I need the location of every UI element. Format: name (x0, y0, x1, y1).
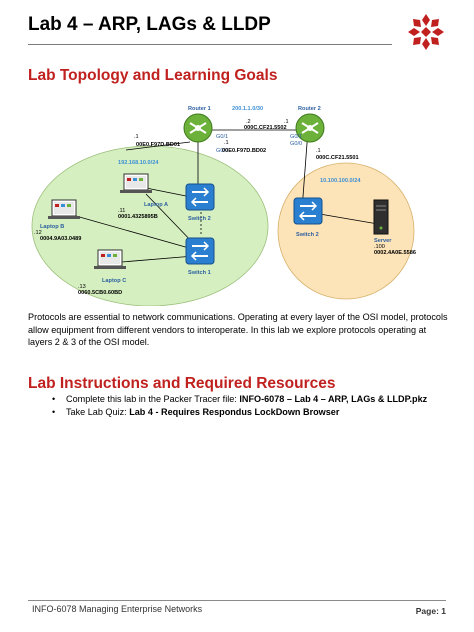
page-title: Lab 4 – ARP, LAGs & LLDP (28, 14, 271, 35)
bullet1-text: Complete this lab in the Packer Tracer f… (66, 394, 240, 404)
server-label: Server (374, 238, 392, 244)
r2-lan-mac: 000C.CF21.5501 (316, 155, 359, 161)
instructions-list: Complete this lab in the Packer Tracer f… (52, 393, 452, 419)
r2-g01-label: G0/1 (290, 134, 302, 140)
laptop-c-icon (94, 249, 126, 269)
laptop-b-label: Laptop B (40, 224, 64, 230)
switch1-label: Switch 1 (188, 270, 211, 276)
router2-label: Router 2 (298, 106, 321, 112)
r1-lan-mac2: 00E0.F97D.BD02 (222, 148, 266, 154)
switch1-icon (185, 237, 215, 265)
r1-lan-mac1: 00E0.F97D.BD01 (136, 142, 180, 148)
laptop-a-ip: .11 (118, 208, 125, 214)
footer-page-number: Page: 1 (415, 606, 446, 616)
router1-label: Router 1 (188, 106, 211, 112)
section-heading-topology: Lab Topology and Learning Goals (28, 67, 278, 84)
packet-tracer-filename: INFO-6078 – Lab 4 – ARP, LAGs & LLDP.pkz (239, 394, 428, 404)
intro-paragraph: Protocols are essential to network commu… (28, 312, 448, 348)
title-divider (28, 44, 392, 45)
lan1-area (31, 145, 269, 306)
wan-r2-ip: .1 (284, 119, 289, 125)
server-ip: .100 (374, 244, 385, 250)
switch2-right-label: Switch 2 (296, 232, 319, 238)
wan-r1-ip: .2 (246, 119, 251, 125)
router1-icon (183, 113, 213, 143)
laptop-c-label: Laptop C (102, 278, 126, 284)
section-heading-instructions: Lab Instructions and Required Resources (28, 375, 336, 392)
r1-lan-ip: .1 (134, 134, 139, 140)
server-mac: 0002.4A0E.5586 (374, 250, 416, 256)
r1-g01-label: G0/1 (216, 134, 228, 140)
switch2-label: Switch 2 (188, 216, 211, 222)
college-logo-icon (408, 14, 444, 50)
laptop-a-icon (120, 173, 152, 193)
r1-wan-mac-label: 000C.CF21.5502 (244, 125, 287, 131)
bullet2-text: Take Lab Quiz: (66, 407, 130, 417)
network-topology-diagram: Router 1 Router 2 200.1.1.0/30 .2 .2 000… (31, 106, 416, 306)
laptop-a-label: Laptop A (144, 202, 168, 208)
router2-icon (295, 113, 325, 143)
list-item: Take Lab Quiz: Lab 4 - Requires Respondu… (52, 406, 452, 419)
laptop-a-mac: 0001.4325895B (118, 214, 158, 220)
r2-g00-label: G0/0 (290, 141, 302, 147)
lan2-network-label: 10.100.100.0/24 (320, 178, 361, 184)
list-item: Complete this lab in the Packer Tracer f… (52, 393, 452, 406)
switch2-icon (185, 183, 215, 211)
r2-lan-ip: .1 (316, 148, 321, 154)
laptop-b-mac: 0004.9A03.0489 (40, 236, 81, 242)
footer-divider (28, 600, 446, 601)
lan1-network-label: 192.168.10.0/24 (118, 160, 159, 166)
r1-lan-ip2: .1 (224, 140, 229, 146)
server-icon (373, 199, 389, 235)
lan2-area (277, 162, 415, 300)
switch2-right-icon (293, 197, 323, 225)
laptop-b-ip: .12 (34, 230, 42, 236)
r1-g00-label: G0/0 (216, 148, 228, 154)
laptop-c-mac: 0060.5CB0.60BD (78, 290, 122, 296)
laptop-c-ip: .13 (78, 284, 86, 290)
lab-quiz-name: Lab 4 - Requires Respondus LockDown Brow… (129, 407, 340, 417)
footer-course: INFO-6078 Managing Enterprise Networks (32, 604, 203, 614)
wan-network-label: 200.1.1.0/30 (232, 106, 263, 112)
laptop-b-icon (48, 199, 80, 219)
